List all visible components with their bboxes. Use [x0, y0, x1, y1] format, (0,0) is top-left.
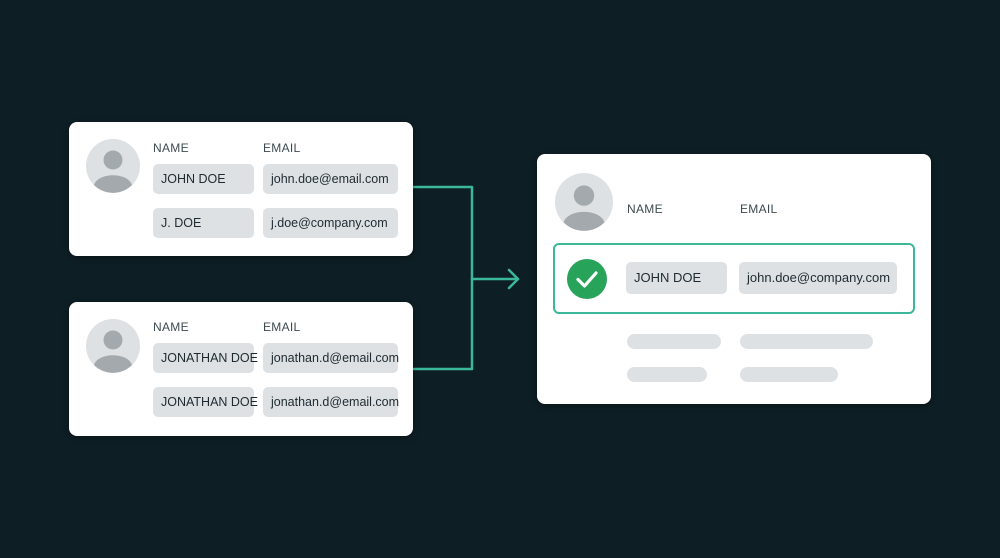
source-record-card-2: NAME EMAIL JONATHAN DOE jonathan.d@email…: [69, 302, 413, 436]
name-column-header: NAME: [627, 202, 663, 216]
placeholder-bar: [740, 334, 873, 349]
email-field: j.doe@company.com: [263, 208, 398, 238]
email-field: jonathan.d@email.com: [263, 343, 399, 373]
merged-record-card: NAME EMAIL JOHN DOE john.doe@company.com: [537, 154, 931, 404]
connector-line-bottom: [412, 277, 474, 371]
placeholder-bar: [627, 367, 707, 382]
placeholder-bar: [740, 367, 838, 382]
name-field: JONATHAN DOE: [153, 343, 258, 373]
name-field: JONATHAN DOE: [153, 387, 258, 417]
check-circle-icon: [567, 259, 607, 299]
golden-record-row: JOHN DOE john.doe@company.com: [553, 243, 915, 314]
email-column-header: EMAIL: [263, 141, 301, 155]
email-column-header: EMAIL: [740, 202, 778, 216]
merged-name-field: JOHN DOE: [626, 262, 727, 294]
placeholder-bar: [627, 334, 721, 349]
email-field: jonathan.d@email.com: [263, 387, 399, 417]
email-column-header: EMAIL: [263, 320, 301, 334]
user-avatar-icon: [86, 319, 140, 373]
arrow-right-icon: [507, 268, 520, 290]
user-avatar-icon: [86, 139, 140, 193]
name-field: J. DOE: [153, 208, 254, 238]
user-avatar-icon: [555, 173, 613, 231]
source-record-card-1: NAME EMAIL JOHN DOE john.doe@email.com J…: [69, 122, 413, 256]
email-field: john.doe@email.com: [263, 164, 398, 194]
name-field: JOHN DOE: [153, 164, 254, 194]
connector-line-top: [412, 185, 474, 281]
name-column-header: NAME: [153, 141, 189, 155]
merged-email-field: john.doe@company.com: [739, 262, 897, 294]
name-column-header: NAME: [153, 320, 189, 334]
